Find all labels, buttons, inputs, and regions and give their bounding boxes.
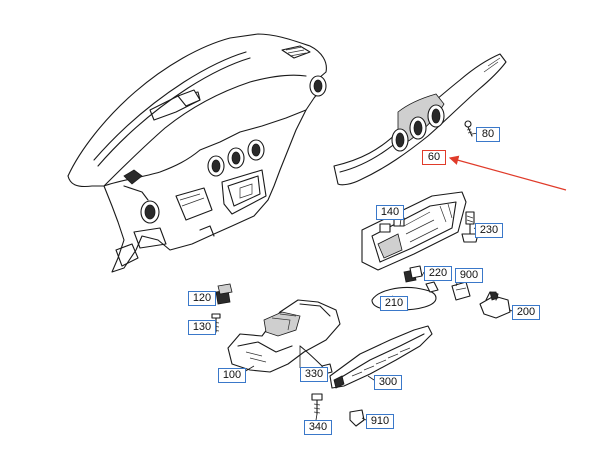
part-300-console-strip xyxy=(329,325,433,389)
callout-210[interactable]: 210 xyxy=(380,296,408,311)
callout-130[interactable]: 130 xyxy=(188,320,216,335)
callout-120[interactable]: 120 xyxy=(188,291,216,306)
callout-60[interactable]: 60 xyxy=(422,150,446,165)
callout-300[interactable]: 300 xyxy=(374,375,402,390)
highlight-arrow xyxy=(448,155,567,191)
callout-910[interactable]: 910 xyxy=(366,414,394,429)
callout-100[interactable]: 100 xyxy=(218,368,246,383)
callout-900[interactable]: 900 xyxy=(455,268,483,283)
callout-140[interactable]: 140 xyxy=(376,205,404,220)
callout-80[interactable]: 80 xyxy=(476,127,500,142)
part-60-vent-trim xyxy=(333,53,507,186)
part-200-switch xyxy=(479,291,511,319)
part-220-connector xyxy=(403,265,423,283)
part-120-clip xyxy=(215,283,233,305)
callout-200[interactable]: 200 xyxy=(512,305,540,320)
callout-220[interactable]: 220 xyxy=(424,266,452,281)
part-910-bracket xyxy=(349,409,365,427)
callout-230[interactable]: 230 xyxy=(475,223,503,238)
part-340-screw xyxy=(311,393,323,415)
part-140-bracket xyxy=(361,191,467,271)
part-100-console xyxy=(227,299,341,373)
dashboard-assembly xyxy=(67,33,327,273)
part-130-screw xyxy=(211,313,221,333)
part-900-clip xyxy=(451,281,471,301)
callout-340[interactable]: 340 xyxy=(304,420,332,435)
callout-330[interactable]: 330 xyxy=(300,367,328,382)
part-80-screw xyxy=(464,120,473,137)
part-230-screw xyxy=(461,211,479,243)
